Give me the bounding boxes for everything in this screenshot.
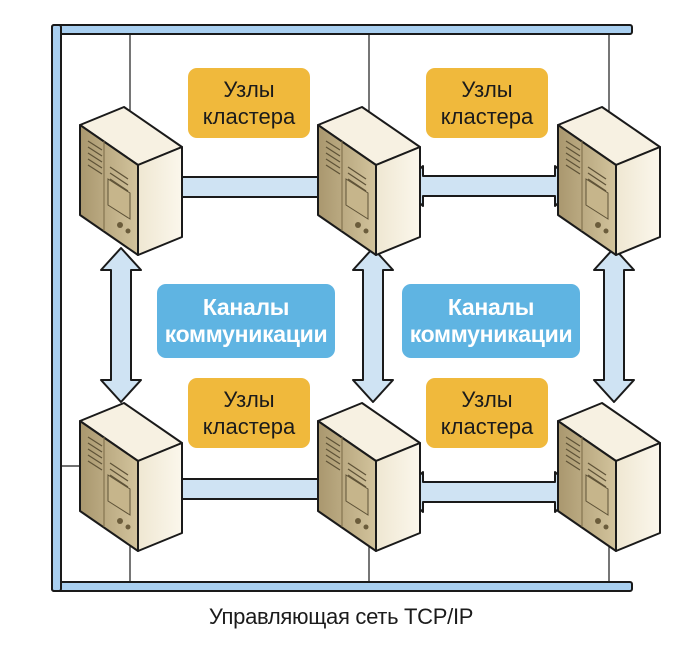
server-tower-icon <box>79 106 183 256</box>
channel-label-line2: коммуникации <box>164 321 328 347</box>
cluster-node-label-line1: Узлы <box>461 387 513 412</box>
cluster-node-label-line2: кластера <box>202 104 296 129</box>
server-tower-icon <box>557 106 661 256</box>
server-tower-icon <box>557 402 661 552</box>
server-tower-icon <box>317 106 421 256</box>
management-bus <box>51 24 633 592</box>
double-arrow-icon <box>352 247 394 403</box>
channel-label-line1: Каналы <box>202 294 290 320</box>
channel-label: Каналы коммуникации <box>402 284 580 358</box>
cluster-node-label-line1: Узлы <box>223 77 275 102</box>
server-tower-icon <box>79 402 183 552</box>
channel-label: Каналы коммуникации <box>157 284 335 358</box>
cluster-node-label-line2: кластера <box>202 414 296 439</box>
double-arrow-icon <box>400 165 578 207</box>
bus-left <box>51 24 62 592</box>
cluster-node-label-line2: кластера <box>440 104 534 129</box>
server-tower-icon <box>317 402 421 552</box>
cluster-node-label-line1: Узлы <box>461 77 513 102</box>
diagram-caption: Управляющая сеть TCP/IP <box>208 604 474 629</box>
bus-top <box>51 24 633 35</box>
cluster-servers <box>79 106 661 552</box>
bus-bottom <box>51 581 633 592</box>
channel-label-line2: коммуникации <box>409 321 573 347</box>
cluster-node-label: Узлы кластера <box>426 68 548 138</box>
link-arrows <box>100 165 635 513</box>
cluster-node-label: Узлы кластера <box>188 68 310 138</box>
channel-label-line1: Каналы <box>447 294 535 320</box>
double-arrow-icon <box>159 166 341 208</box>
cluster-node-label-line2: кластера <box>440 414 534 439</box>
double-arrow-icon <box>593 247 635 403</box>
double-arrow-icon <box>100 247 142 403</box>
double-arrow-icon <box>400 471 578 513</box>
cluster-node-label: Узлы кластера <box>426 378 548 448</box>
cluster-node-label: Узлы кластера <box>188 378 310 448</box>
cluster-node-label-line1: Узлы <box>223 387 275 412</box>
double-arrow-icon <box>159 468 341 510</box>
